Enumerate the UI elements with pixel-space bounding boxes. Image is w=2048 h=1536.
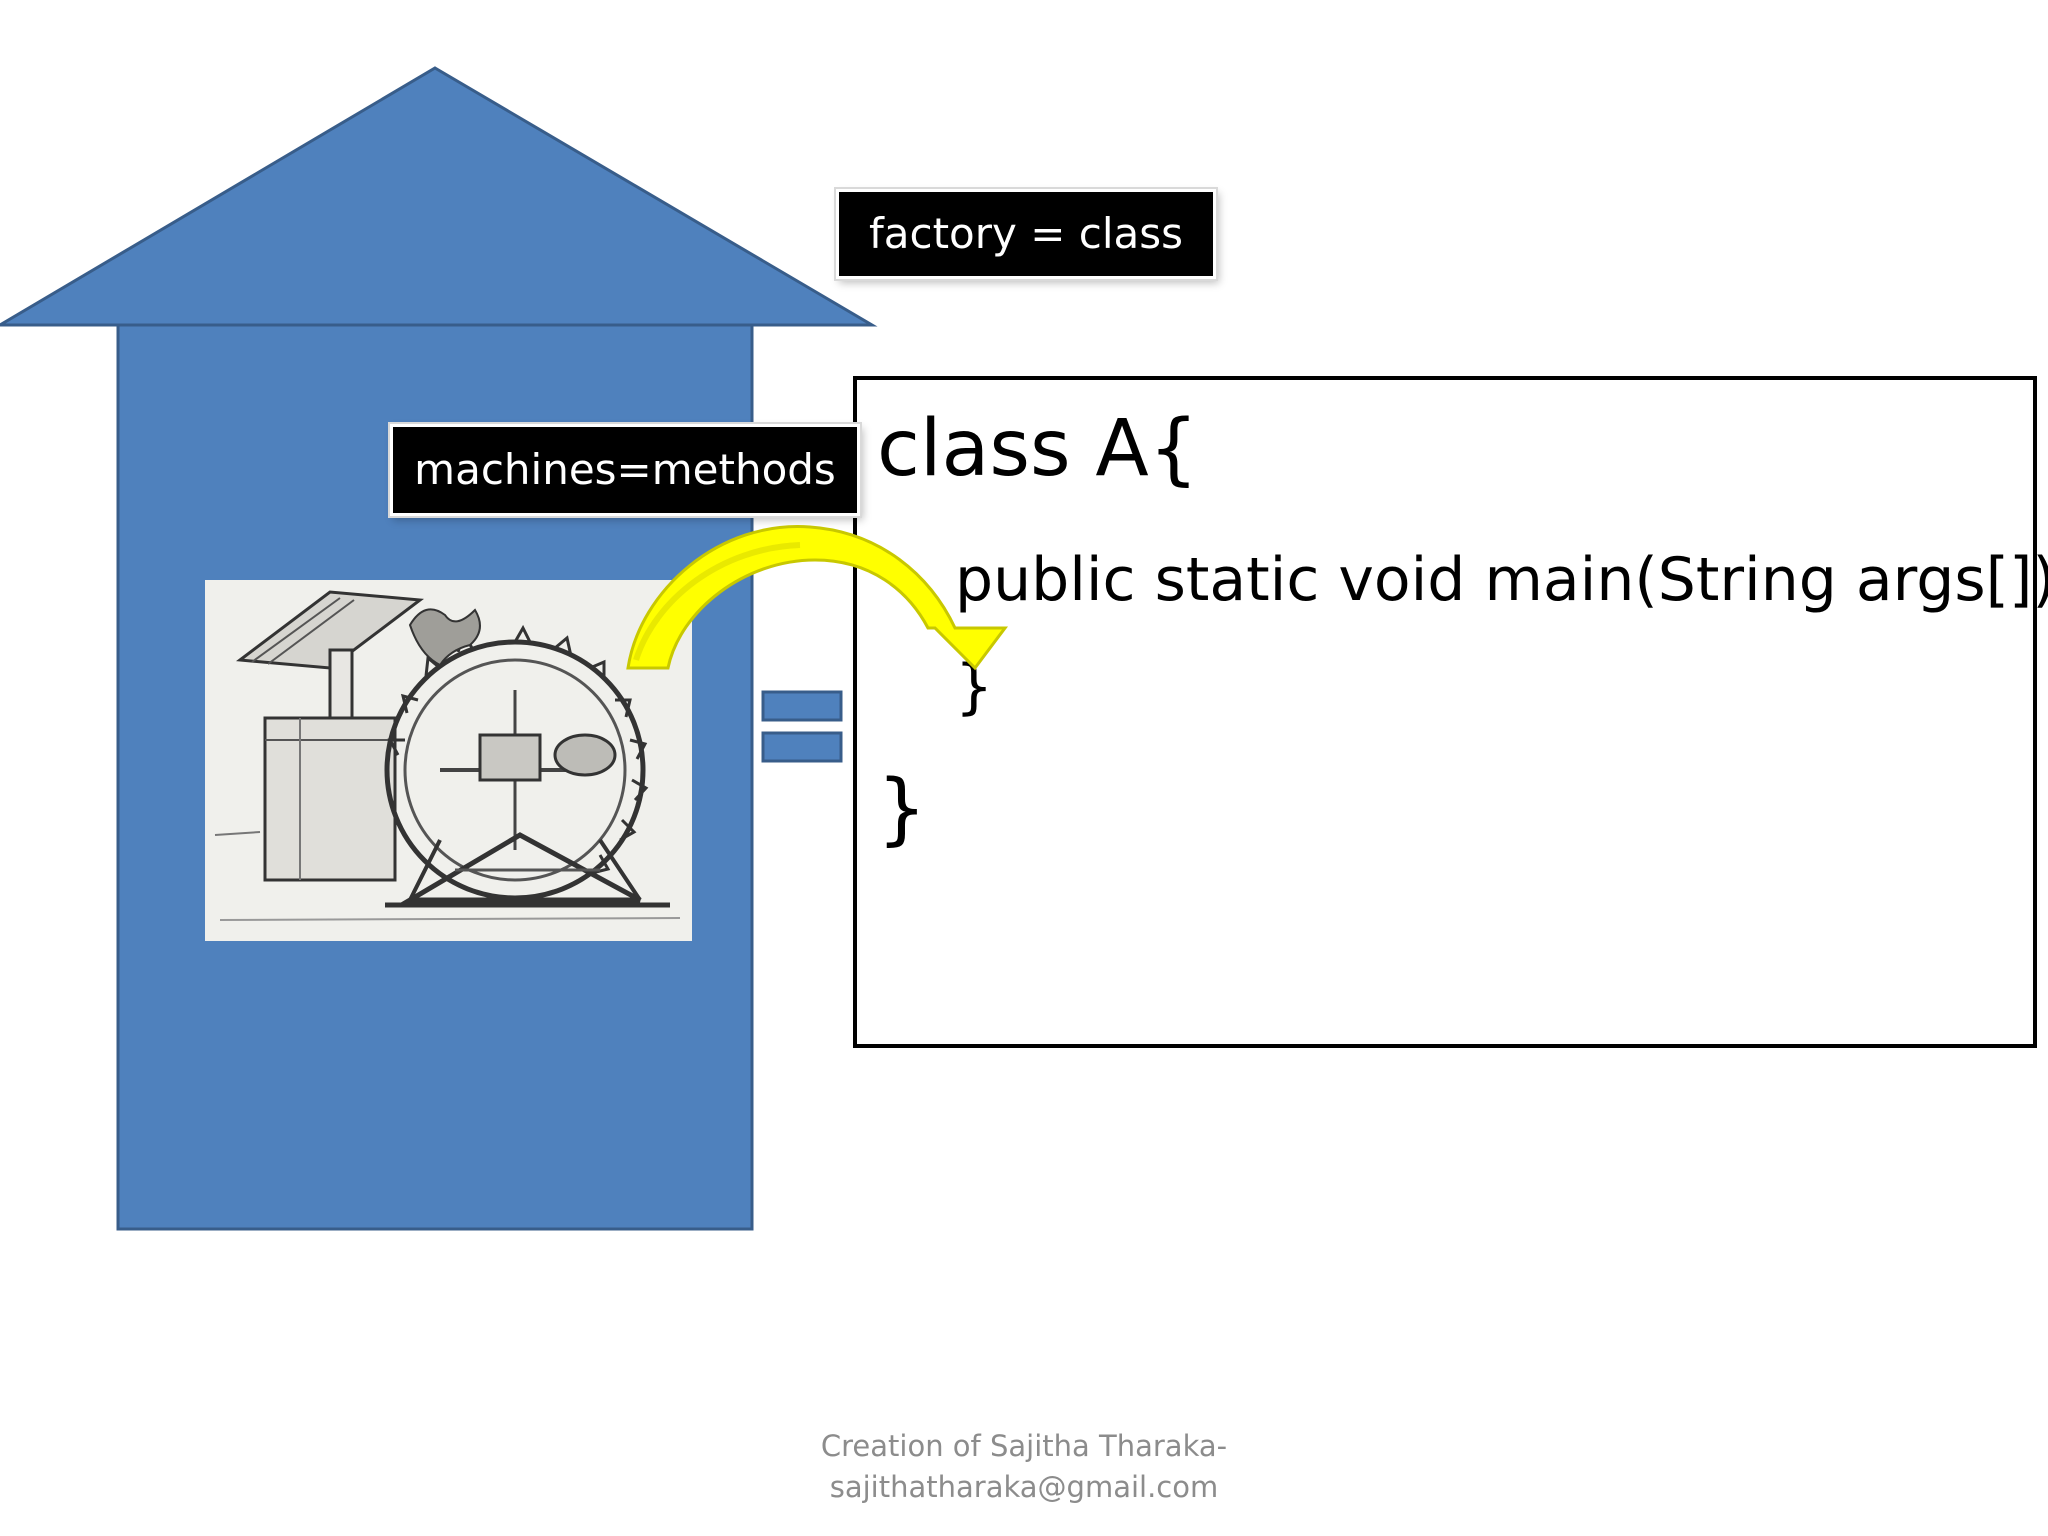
machines-methods-text: machines=methods	[414, 445, 836, 494]
code-box: class A{ public static void main(String …	[853, 376, 2048, 1048]
factory-class-label: factory = class	[836, 189, 1216, 279]
code-line-class-close: }	[877, 764, 927, 854]
factory-class-text: factory = class	[868, 209, 1184, 258]
code-line-main-method: public static void main(String args[]){	[955, 545, 2048, 615]
footer-line-author: Creation of Sajitha Tharaka-	[820, 1429, 1228, 1463]
footer-line-email: sajithatharaka@gmail.com	[829, 1470, 1219, 1504]
building-roof	[0, 66, 878, 327]
code-line-class-declaration: class A{	[877, 404, 1199, 494]
footer-credit: Creation of Sajitha Tharaka- sajithathar…	[0, 1426, 2048, 1508]
machine-sketch-image	[205, 580, 692, 941]
code-line-method-close: }	[955, 652, 994, 722]
equals-sign-icon	[761, 690, 843, 763]
machines-methods-label: machines=methods	[390, 424, 860, 516]
